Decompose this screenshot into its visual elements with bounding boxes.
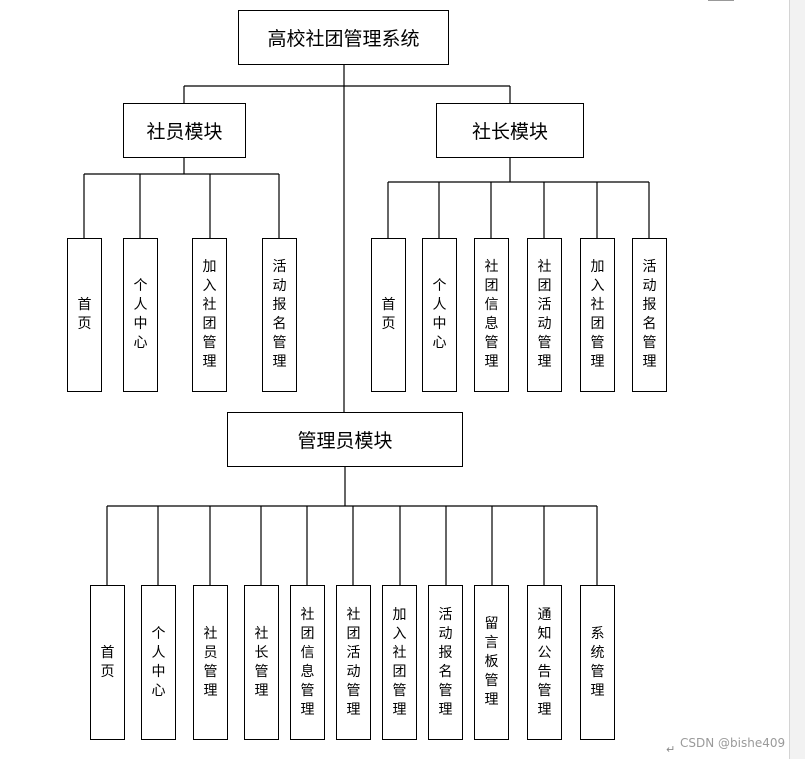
leader-item-node: 社团信息管理 xyxy=(474,238,509,392)
admin-item-label: 活动报名管理 xyxy=(438,606,453,718)
admin-item-node: 活动报名管理 xyxy=(428,585,463,740)
page-scroll-edge xyxy=(789,0,805,759)
admin-item-node: 社团信息管理 xyxy=(290,585,325,740)
admin-item-node: 系统管理 xyxy=(580,585,615,740)
admin-item-label: 社团信息管理 xyxy=(300,606,315,718)
leader-item-label: 社团活动管理 xyxy=(537,259,552,370)
admin-item-node: 加入社团管理 xyxy=(382,585,417,740)
paragraph-mark: ↵ xyxy=(666,743,676,756)
member-item-label: 首页 xyxy=(77,297,92,332)
admin-item-label: 首页 xyxy=(100,644,115,680)
root-node-label: 高校社团管理系统 xyxy=(267,28,420,50)
admin-item-label: 加入社团管理 xyxy=(392,606,407,718)
watermark-text: CSDN @bishe409 xyxy=(680,736,786,750)
admin-item-label: 社员管理 xyxy=(203,625,218,699)
member-item-label: 个人中心 xyxy=(133,278,148,351)
admin-item-node: 社团活动管理 xyxy=(336,585,371,740)
leader-item-node: 活动报名管理 xyxy=(632,238,667,392)
admin-item-label: 社团活动管理 xyxy=(346,606,361,718)
leader-item-node: 个人中心 xyxy=(422,238,457,392)
member-item-label: 活动报名管理 xyxy=(272,259,287,370)
admin-item-label: 系统管理 xyxy=(590,625,605,699)
admin-module-node: 管理员模块 xyxy=(227,412,463,467)
admin-item-label: 社长管理 xyxy=(254,625,269,699)
leader-item-label: 社团信息管理 xyxy=(484,259,499,370)
root-node: 高校社团管理系统 xyxy=(238,10,449,65)
member-item-node: 首页 xyxy=(67,238,102,392)
admin-item-node: 个人中心 xyxy=(141,585,176,740)
leader-item-label: 加入社团管理 xyxy=(590,259,605,370)
leader-module-label: 社长模块 xyxy=(471,121,548,143)
leader-item-node: 加入社团管理 xyxy=(580,238,615,392)
member-item-node: 活动报名管理 xyxy=(262,238,297,392)
member-module-label: 社员模块 xyxy=(146,121,223,143)
admin-item-label: 留言板管理 xyxy=(484,616,499,708)
member-item-label: 加入社团管理 xyxy=(202,259,217,370)
admin-item-node: 社员管理 xyxy=(193,585,228,740)
member-item-node: 个人中心 xyxy=(123,238,158,392)
admin-item-node: 留言板管理 xyxy=(474,585,509,740)
member-item-node: 加入社团管理 xyxy=(192,238,227,392)
admin-item-node: 通知公告管理 xyxy=(527,585,562,740)
leader-module-node: 社长模块 xyxy=(436,103,584,158)
leader-item-label: 首页 xyxy=(381,297,396,332)
member-module-node: 社员模块 xyxy=(123,103,246,158)
leader-item-node: 社团活动管理 xyxy=(527,238,562,392)
leader-item-node: 首页 xyxy=(371,238,406,392)
page-corner-mark xyxy=(708,0,734,1)
admin-item-label: 个人中心 xyxy=(151,625,166,699)
leader-item-label: 活动报名管理 xyxy=(642,259,657,370)
admin-item-node: 社长管理 xyxy=(244,585,279,740)
admin-item-label: 通知公告管理 xyxy=(537,606,552,718)
admin-module-label: 管理员模块 xyxy=(297,430,393,452)
admin-item-node: 首页 xyxy=(90,585,125,740)
leader-item-label: 个人中心 xyxy=(432,278,447,351)
